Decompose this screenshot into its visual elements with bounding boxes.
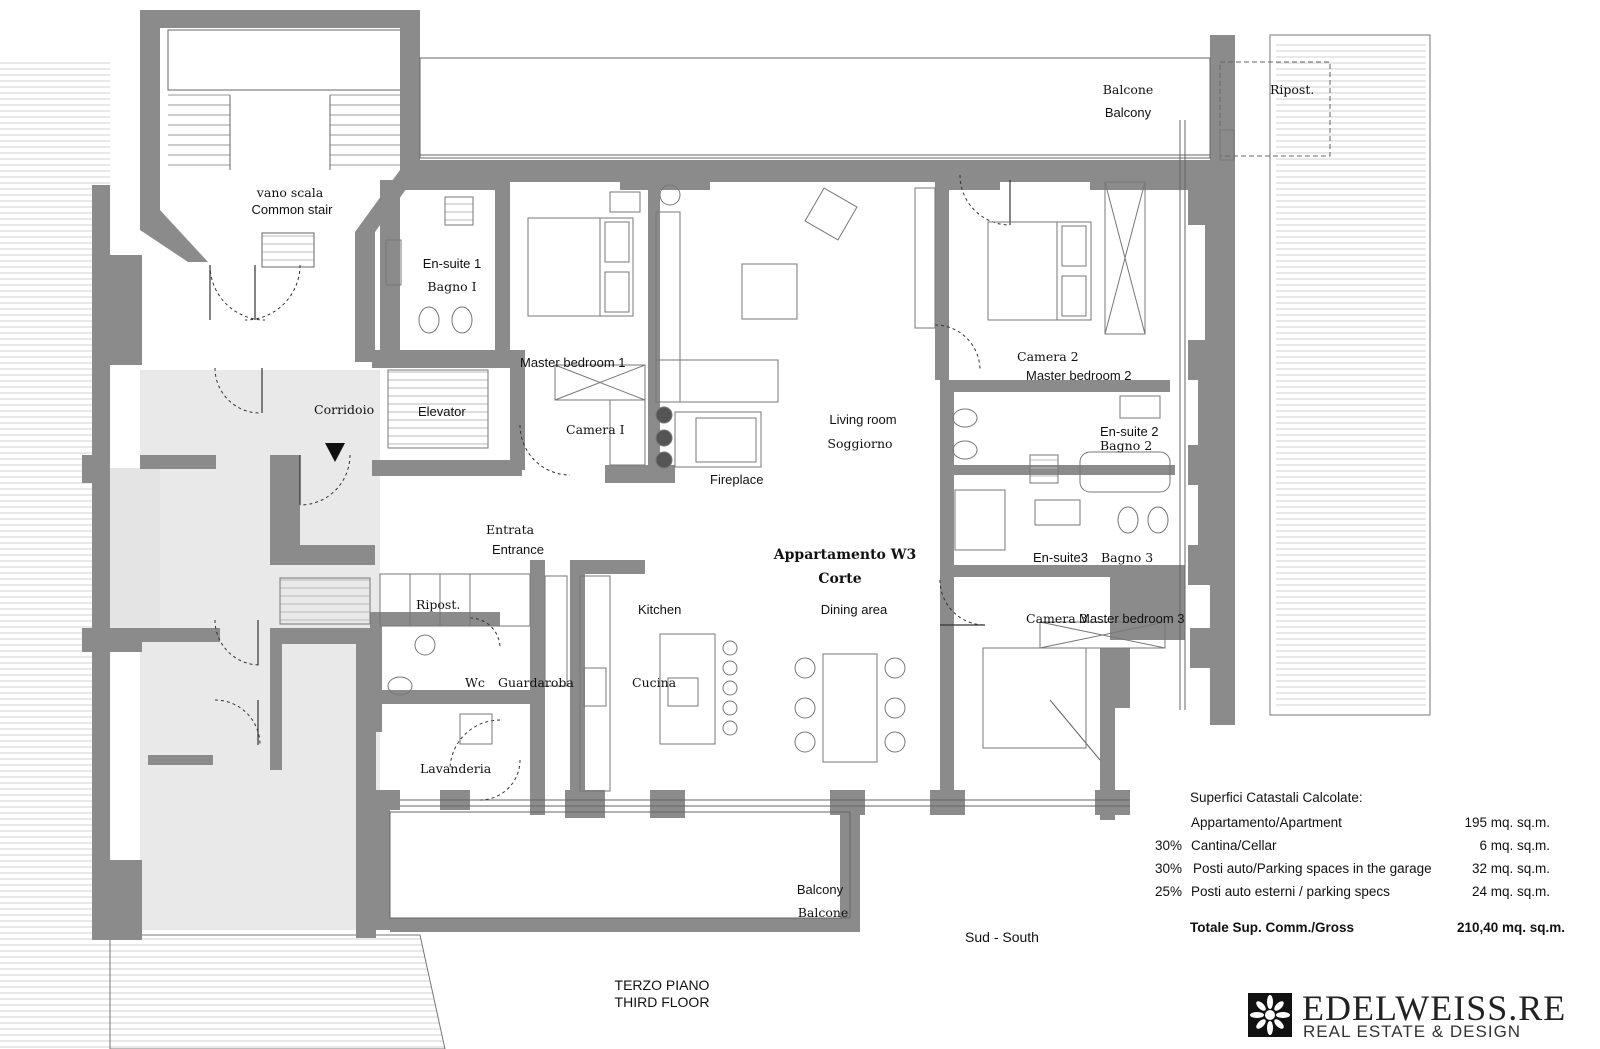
fireplace-label: Fireplace (710, 472, 764, 487)
area-row-value: 24 mq. sq.m. (1471, 884, 1550, 899)
floor-label-en: THIRD FLOOR (614, 994, 710, 1010)
area-row-label: Cantina/Cellar (1191, 838, 1277, 853)
balcony-top-label: Balcony (1104, 105, 1152, 120)
ensuite1-label-it: Bagno I (427, 279, 477, 294)
camera2-label: Camera 2 (1017, 349, 1079, 364)
area-row-label: Posti auto/Parking spaces in the garage (1193, 861, 1432, 876)
stair-label-it: vano scala (256, 185, 324, 200)
ensuite3-label-it: Bagno 3 (1101, 550, 1154, 565)
furniture (279, 129, 1235, 792)
area-row-label: Posti auto esterni / parking specs (1191, 884, 1390, 899)
ripost-top-label: Ripost. (1270, 82, 1315, 97)
area-row-pct: 25% (1155, 884, 1183, 899)
area-row-value: 32 mq. sq.m. (1471, 861, 1550, 876)
balcony-bottom-label: Balcony (796, 882, 844, 897)
master-bedroom2-label: Master bedroom 2 (1026, 368, 1132, 383)
guardaroba-label: Guardaroba (498, 675, 574, 690)
floor-caption: TERZO PIANO THIRD FLOOR (602, 977, 722, 1011)
camera1-label: Camera I (566, 422, 625, 437)
common-stair (167, 29, 409, 268)
kitchen-label: Kitchen (638, 602, 682, 617)
balcone-top-label: Balcone (1102, 82, 1154, 97)
living-room-label-it: Soggiorno (827, 436, 893, 451)
ensuite2-label-en: En-suite 2 (1100, 424, 1159, 439)
walls (82, 10, 1235, 940)
area-row-value: 195 mq. sq.m. (1464, 815, 1550, 830)
doors (209, 174, 1011, 801)
area-total-value: 210,40 mq. sq.m. (1456, 920, 1565, 935)
area-row-pct: 30% (1155, 838, 1183, 853)
ensuite3-label-en: En-suite3 (1033, 550, 1088, 565)
ripost-inner-label: Ripost. (416, 597, 461, 612)
master-bedroom3-label: Master bedroom 3 (1079, 611, 1185, 626)
area-row-label: Appartamento/Apartment (1191, 815, 1342, 830)
glazing-lines (389, 57, 1331, 919)
brand-tagline: REAL ESTATE & DESIGN (1303, 1022, 1522, 1041)
corridor-area (140, 370, 380, 930)
orientation-label: Sud - South (965, 929, 1039, 945)
dining-area-label: Dining area (820, 602, 888, 617)
ensuite2-label-it: Bagno 2 (1100, 438, 1153, 453)
edelweiss-icon (1248, 993, 1292, 1037)
camera3-label: Camera 3 (1026, 611, 1088, 626)
cucina-label: Cucina (632, 675, 677, 690)
corridoio-label: Corridoio (314, 402, 375, 417)
entrance-label: Entrance (491, 542, 545, 557)
ensuite1-label-en: En-suite 1 (422, 256, 482, 271)
floor-label-it: TERZO PIANO (614, 977, 710, 993)
area-total-label: Totale Sup. Comm./Gross (1190, 920, 1355, 935)
lavanderia-label: Lavanderia (420, 761, 492, 776)
area-row-value: 6 mq. sq.m. (1479, 838, 1550, 853)
stair-label-en: Common stair (251, 202, 333, 217)
area-heading: Superfici Catastali Calcolate: (1190, 790, 1363, 805)
neighbour-terraces (0, 34, 1431, 1049)
entrance-arrow (325, 443, 345, 462)
apartment-subname: Corte (818, 571, 862, 587)
master-bedroom1-label: Master bedroom 1 (520, 355, 626, 370)
area-row-pct: 30% (1155, 861, 1183, 876)
elevator-label: Elevator (418, 404, 466, 419)
apartment-name: Appartamento W3 (773, 547, 917, 563)
wc-label: Wc (465, 675, 485, 690)
brand-logo: EDELWEISS.RE REAL ESTATE & DESIGN (1248, 988, 1565, 1049)
brand-name: EDELWEISS.RE (1302, 988, 1567, 1028)
living-room-label-en: Living room (829, 412, 897, 427)
balcone-bottom-label: Balcone (797, 905, 849, 920)
entrata-label: Entrata (485, 522, 535, 537)
